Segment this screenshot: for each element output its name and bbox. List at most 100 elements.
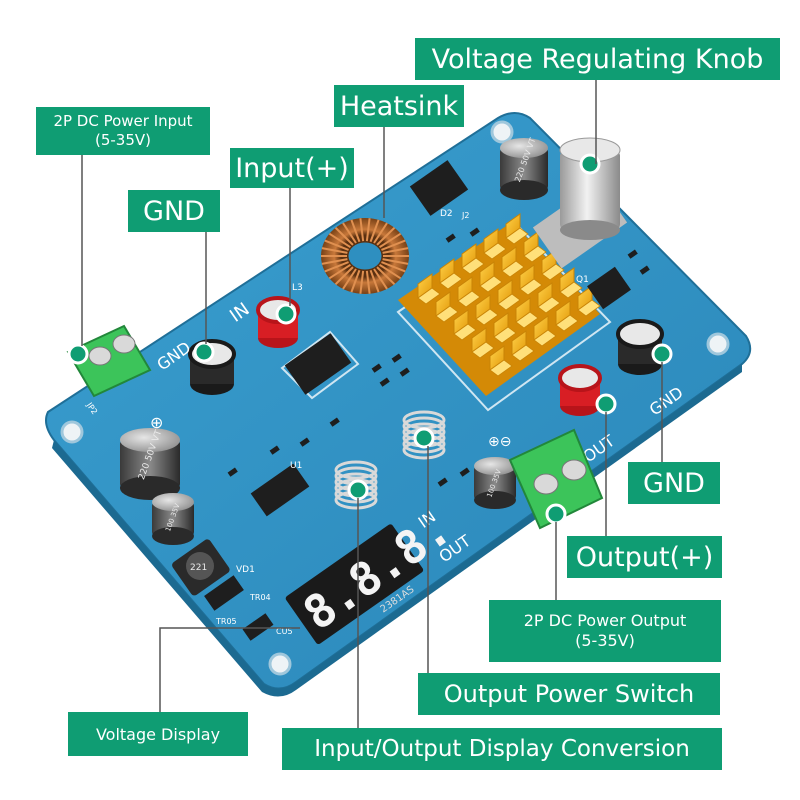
coil-winding bbox=[365, 270, 371, 294]
coil-winding bbox=[321, 258, 348, 265]
diode-d2: D2 J2 bbox=[409, 160, 469, 220]
coil-winding bbox=[324, 239, 349, 251]
smd-resistor bbox=[627, 249, 638, 259]
smd-diode bbox=[204, 575, 244, 611]
coil-winding bbox=[334, 227, 354, 246]
gnd-output-marker bbox=[651, 343, 673, 365]
smd-resistor bbox=[227, 467, 238, 477]
capacitor-left-small: 100 35V bbox=[152, 493, 194, 545]
switch-marker-1 bbox=[413, 427, 435, 449]
coil-winding bbox=[379, 232, 402, 249]
ic-u1: U1 bbox=[250, 461, 310, 517]
capacitor-right-small: 100 35V bbox=[474, 457, 516, 509]
callout-gnd-output: GND bbox=[628, 462, 720, 504]
gnd-input-post bbox=[188, 339, 236, 395]
heatsink-fin-top bbox=[505, 227, 529, 245]
display-body bbox=[285, 524, 424, 645]
smd-resistor bbox=[371, 363, 382, 373]
leader-display bbox=[159, 627, 300, 712]
coil-winding bbox=[342, 222, 357, 244]
heatsink-fin-top bbox=[541, 263, 565, 281]
callout-power-input-line1: 2P DC Power Input bbox=[53, 112, 193, 131]
ref-cu5: CU5 bbox=[276, 627, 293, 636]
plus-minus-symbol: ⊕⊖ bbox=[488, 434, 511, 450]
mount-hole bbox=[268, 652, 292, 676]
callout-power-output-line2: (5-35V) bbox=[575, 631, 635, 650]
heatsink-fin-top bbox=[417, 287, 441, 305]
callout-output-switch-text: Output Power Switch bbox=[443, 680, 695, 708]
heatsink-fin-top bbox=[489, 359, 513, 377]
ref-u1: U1 bbox=[290, 461, 302, 471]
coil-winding bbox=[381, 261, 406, 273]
ref-tr04: TR04 bbox=[249, 593, 271, 602]
callout-display-conversion: Input/Output Display Conversion bbox=[282, 728, 722, 770]
coil-winding bbox=[350, 269, 361, 293]
voltage-regulating-knob[interactable] bbox=[532, 137, 628, 269]
smd-chip bbox=[284, 333, 352, 395]
heatsink-fin-top bbox=[457, 290, 481, 308]
heatsink-fin-top bbox=[555, 314, 579, 332]
coil-winding bbox=[350, 219, 361, 243]
heatsink-fin-top bbox=[577, 299, 601, 317]
callout-voltage-knob-text: Voltage Regulating Knob bbox=[431, 43, 764, 75]
coil-winding bbox=[381, 239, 406, 251]
heatsink-fin-top bbox=[515, 311, 539, 329]
callout-output-plus-text: Output(+) bbox=[575, 541, 714, 573]
leader-lines bbox=[81, 80, 663, 728]
knob-marker bbox=[579, 153, 601, 175]
coil-winding bbox=[365, 218, 371, 242]
mosfet-q1: Q1 bbox=[576, 266, 631, 310]
coil-winding bbox=[376, 227, 396, 246]
mount-hole bbox=[490, 120, 514, 144]
smd-inductor: 221 bbox=[172, 539, 230, 596]
smd-components bbox=[227, 227, 650, 487]
callout-power-input: 2P DC Power Input (5-35V) bbox=[36, 107, 210, 155]
heatsink-fin-top bbox=[533, 329, 557, 347]
smd-resistor bbox=[399, 367, 410, 377]
smd-resistor bbox=[379, 377, 390, 387]
coil-winding bbox=[379, 263, 402, 280]
coil-winding bbox=[342, 268, 357, 290]
gnd-output-post bbox=[616, 319, 673, 375]
coil-windings bbox=[321, 218, 409, 294]
output-plus-marker bbox=[595, 393, 617, 415]
input-plus-marker bbox=[275, 303, 297, 325]
coil-winding bbox=[328, 263, 351, 280]
callout-heatsink-text: Heatsink bbox=[339, 90, 459, 122]
coil-winding bbox=[382, 258, 409, 265]
smd-resistor bbox=[469, 227, 480, 237]
switch-marker-2 bbox=[347, 479, 369, 501]
plus-symbol: ⊕ bbox=[150, 413, 163, 432]
coil-winding bbox=[373, 268, 388, 290]
inductor-marking: 221 bbox=[190, 563, 207, 573]
callout-input-plus: Input(+) bbox=[230, 148, 354, 188]
smd-chip-small bbox=[242, 613, 274, 641]
output-positive-post bbox=[558, 364, 617, 416]
coil-winding bbox=[369, 219, 380, 243]
callout-power-output: 2P DC Power Output (5-35V) bbox=[489, 600, 721, 662]
heatsink-fin-top bbox=[537, 296, 561, 314]
heatsink-fin-top bbox=[523, 245, 547, 263]
capacitor-left-big: 220 50V VT bbox=[120, 428, 180, 500]
coil-winding bbox=[328, 232, 351, 249]
ref-j2: J2 bbox=[461, 211, 469, 220]
toroid-inductor bbox=[321, 218, 409, 294]
heatsink-fins bbox=[417, 213, 601, 377]
coil-winding bbox=[359, 270, 365, 294]
coil-winding bbox=[369, 269, 380, 293]
heatsink bbox=[398, 213, 601, 396]
mount-hole bbox=[60, 420, 84, 444]
callout-power-input-line2: (5-35V) bbox=[94, 131, 151, 149]
coil-winding bbox=[376, 266, 396, 285]
capacitor-top: 220 50V VT bbox=[500, 137, 548, 200]
heatsink-fin-top bbox=[559, 281, 583, 299]
heatsink-fin-top bbox=[479, 275, 503, 293]
callout-heatsink: Heatsink bbox=[334, 85, 464, 127]
callout-input-plus-text: Input(+) bbox=[235, 152, 349, 184]
power-input-terminal bbox=[66, 324, 152, 398]
ref-l3: L3 bbox=[292, 283, 303, 293]
spring-coil bbox=[334, 460, 378, 480]
heatsink-fin-top bbox=[461, 257, 485, 275]
smd-resistor bbox=[299, 437, 310, 447]
